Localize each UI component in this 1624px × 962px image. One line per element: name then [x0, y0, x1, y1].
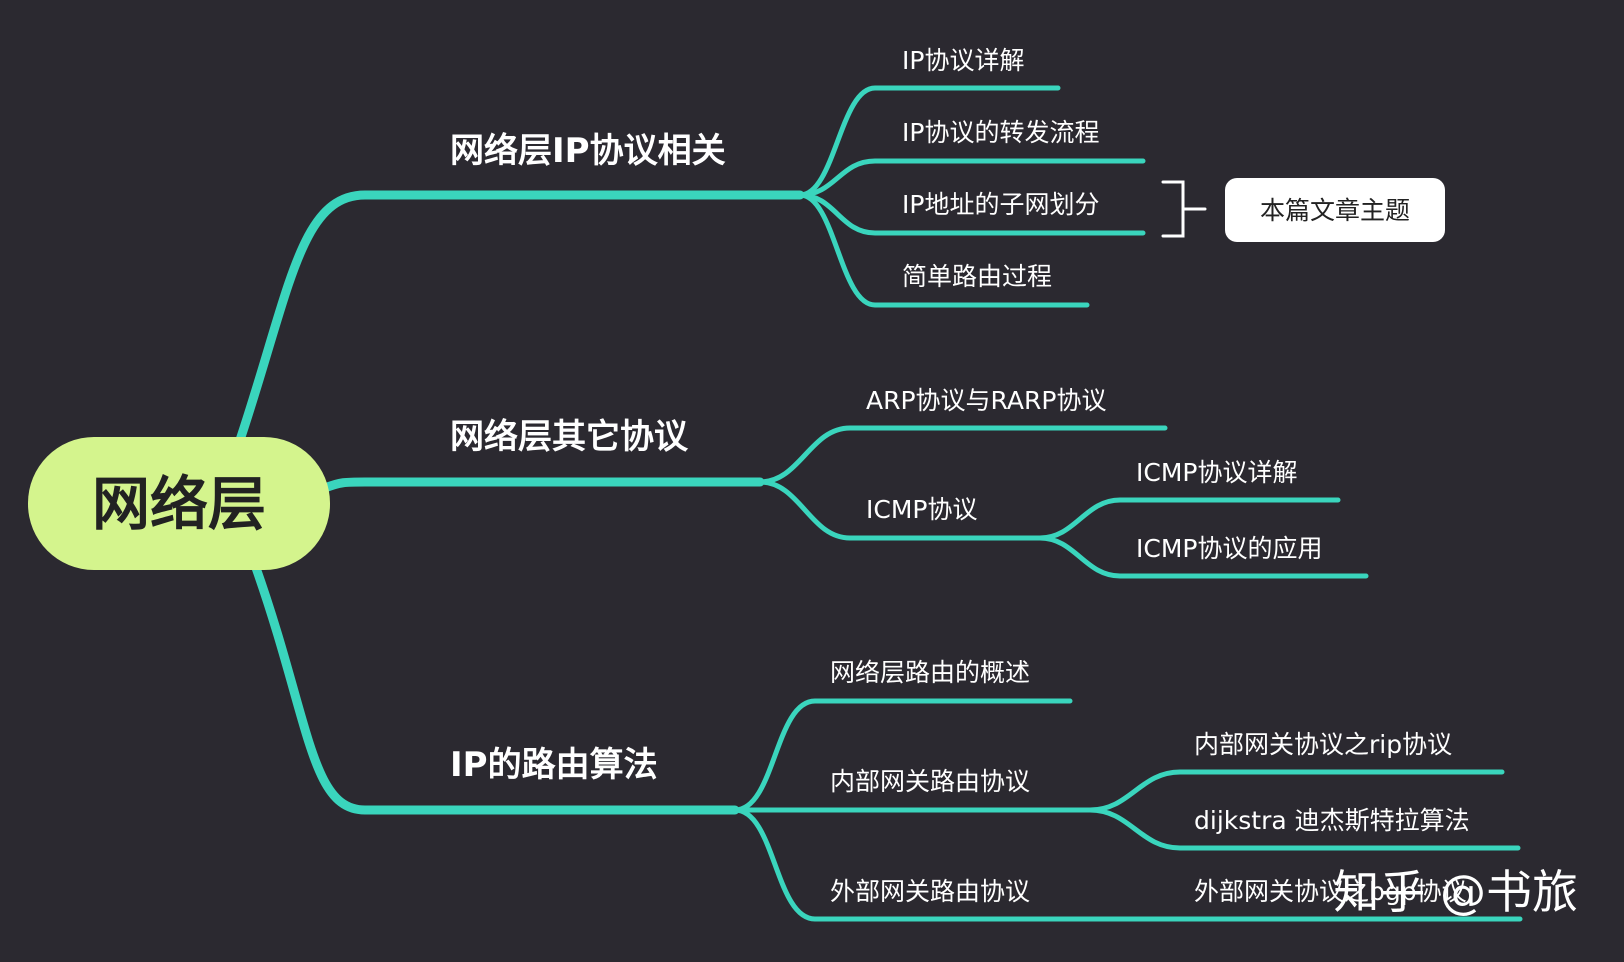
node-icmp-detail[interactable]: ICMP协议详解	[1136, 458, 1297, 487]
node-bgp[interactable]: 外部网关协议之bgp协议	[1194, 877, 1467, 906]
node-rip[interactable]: 内部网关协议之rip协议	[1194, 730, 1452, 759]
node-dijkstra[interactable]: dijkstra 迪杰斯特拉算法	[1194, 806, 1470, 835]
root-label: 网络层	[92, 470, 266, 538]
link-icmp-application	[1037, 535, 1369, 579]
summary-note-label: 本篇文章主题	[1260, 196, 1410, 225]
summary-note[interactable]: 本篇文章主题	[1225, 178, 1445, 242]
node-icmp[interactable]: ICMP协议	[866, 495, 977, 524]
root-node[interactable]: 网络层	[28, 437, 330, 570]
branch-label-ip-protocol[interactable]: 网络层IP协议相关	[450, 131, 726, 171]
node-icmp-application[interactable]: ICMP协议的应用	[1136, 534, 1322, 563]
node-interior-gateway[interactable]: 内部网关路由协议	[830, 767, 1030, 796]
link-rip	[1087, 769, 1505, 813]
link-icmp	[757, 479, 1043, 541]
connector-links	[235, 85, 1523, 922]
node-ip-forwarding[interactable]: IP协议的转发流程	[902, 118, 1099, 147]
watermark: 知乎 @书旅	[1333, 865, 1578, 919]
link-root-to-other-protocols	[320, 477, 765, 493]
node-ip-protocol-detail[interactable]: IP协议详解	[902, 46, 1024, 75]
link-root-to-routing	[250, 560, 740, 815]
link-simple-routing	[797, 192, 1090, 308]
link-ip-protocol-detail	[797, 85, 1061, 198]
link-root-to-ip-protocol	[235, 190, 805, 445]
node-exterior-gateway[interactable]: 外部网关路由协议	[830, 877, 1030, 906]
node-arp-rarp[interactable]: ARP协议与RARP协议	[866, 386, 1106, 415]
branch-label-routing-algorithm[interactable]: IP的路由算法	[450, 745, 658, 785]
link-ip-forwarding	[797, 158, 1146, 198]
summary-bracket	[1161, 180, 1207, 238]
node-ip-subnet[interactable]: IP地址的子网划分	[902, 190, 1099, 219]
link-dijkstra	[1087, 807, 1521, 851]
node-simple-routing[interactable]: 简单路由过程	[902, 262, 1052, 291]
link-arp	[757, 425, 1168, 485]
link-icmp-detail	[1037, 497, 1341, 541]
node-routing-overview[interactable]: 网络层路由的概述	[830, 658, 1030, 687]
link-exterior-gateway	[732, 807, 1523, 922]
branch-label-other-protocols[interactable]: 网络层其它协议	[450, 417, 689, 457]
link-routing-overview	[732, 698, 1073, 813]
